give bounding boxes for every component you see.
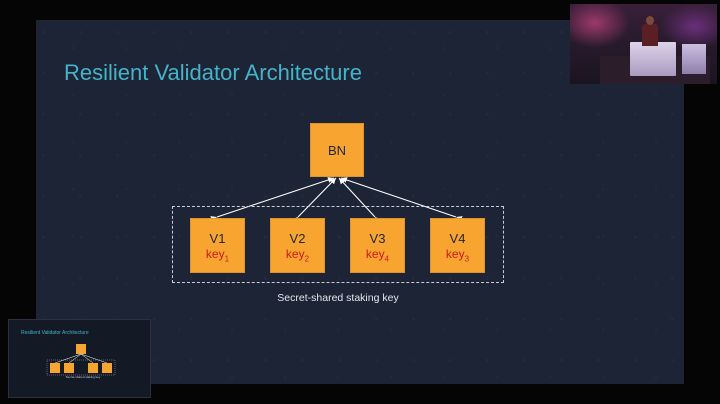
validator-name: V4 (449, 231, 466, 246)
validator-box-v4: V4 key3 (430, 218, 485, 273)
validator-key: key4 (365, 247, 390, 264)
mini-arrows (46, 353, 116, 376)
mini-group-caption: Secret-shared staking key (65, 375, 101, 379)
validator-box-v2: V2 key2 (270, 218, 325, 273)
mini-v4-box (102, 363, 112, 373)
mini-bn-box (76, 344, 86, 354)
validator-name: V2 (289, 231, 306, 246)
beacon-node-box: BN (310, 123, 364, 177)
presenter-webcam-feed (570, 4, 717, 84)
arrow-layer (210, 177, 463, 224)
validator-key: key1 (205, 247, 230, 264)
slide-title: Resilient Validator Architecture (64, 60, 362, 85)
validator-name: V1 (209, 231, 226, 246)
validator-name: V3 (369, 231, 386, 246)
mini-v3-box (88, 363, 98, 373)
mini-slide-title: Resilient Validator Architecture (21, 330, 89, 336)
validator-key: key3 (445, 247, 470, 264)
validator-key: key2 (285, 247, 310, 264)
slide-preview-thumbnail[interactable]: Resilient Validator Architecture Secret-… (8, 319, 151, 398)
group-caption: Secret-shared staking key (277, 292, 399, 304)
stage-banner (630, 42, 676, 76)
presenter-figure (642, 24, 658, 46)
mini-v2-box (64, 363, 74, 373)
arrow-v2-bn (291, 177, 337, 224)
validator-box-v3: V3 key4 (350, 218, 405, 273)
presenter-head (646, 16, 654, 25)
mini-v1-box (50, 363, 60, 373)
validator-box-v1: V1 key1 (190, 218, 245, 273)
stage-banner (682, 44, 706, 74)
arrow-v4-bn (340, 177, 463, 222)
secret-shared-group-frame (172, 206, 504, 283)
